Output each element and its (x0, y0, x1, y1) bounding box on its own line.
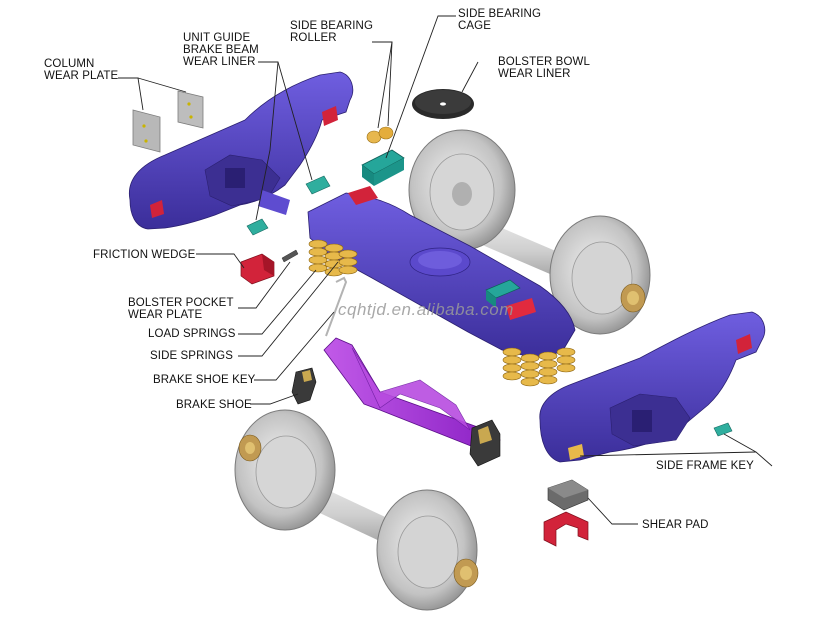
brake-shoe-part (291, 367, 317, 405)
shear-pad-part (543, 479, 589, 547)
bolster-bowl-wear-liner-part (412, 89, 474, 119)
side-frame-left (128, 71, 354, 230)
bolster-pocket-wear-plate-part (281, 249, 299, 263)
label-brake-shoe: BRAKE SHOE (176, 399, 252, 411)
column-wear-plate-part (132, 90, 204, 153)
side-springs-part (502, 347, 576, 387)
wheelset-front (234, 409, 479, 611)
label-side-frame-key: SIDE FRAME KEY (656, 460, 754, 472)
friction-wedge-part (240, 253, 275, 285)
watermark: cqhtjd.en.alibaba.com (338, 300, 514, 319)
brake-shoe-key-part (325, 276, 348, 337)
label-brake-shoe-key: BRAKE SHOE KEY (153, 374, 256, 386)
unit-guide-wear-liner-part (246, 175, 331, 236)
label-shear-pad: SHEAR PAD (642, 519, 709, 531)
side-frame-right (539, 311, 766, 463)
leader-lines (118, 15, 773, 525)
load-springs-part (308, 239, 358, 277)
label-friction-wedge: FRICTION WEDGE (93, 249, 196, 261)
bolster-part (307, 186, 576, 359)
label-load-springs: LOAD SPRINGS (148, 328, 236, 340)
side-bearing-roller-part (366, 126, 394, 144)
brake-beam-part (323, 337, 501, 467)
side-bearing-cage-part (361, 149, 405, 186)
label-side-springs: SIDE SPRINGS (150, 350, 233, 362)
side-frame-key-part (713, 422, 733, 437)
wheelset-rear (408, 129, 651, 335)
